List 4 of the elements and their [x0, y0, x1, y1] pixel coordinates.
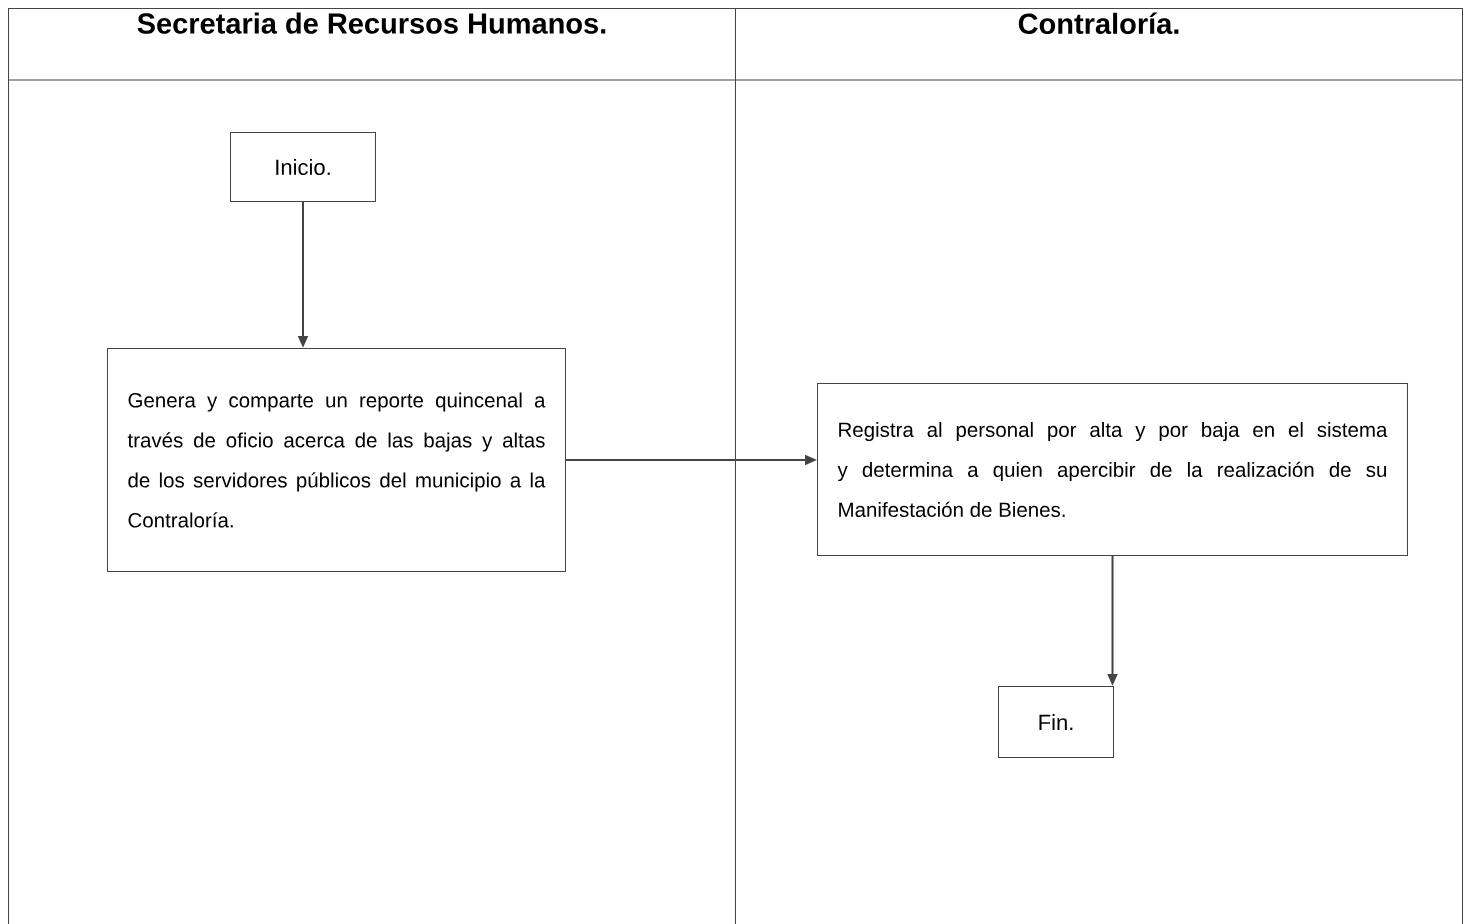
process-box: Registra al personal por alta y por baja en el sistema y determina a quien apercibir de la realización de su Manifestación de Bienes.	[817, 383, 1408, 556]
terminal-box: Fin.	[998, 686, 1114, 758]
process-box: Genera y comparte un reporte quincenal a través de oficio acerca de las bajas y altas de los servidores públicos del municipio a la Contraloría.	[107, 348, 566, 572]
terminal-box: Inicio.	[230, 132, 376, 202]
